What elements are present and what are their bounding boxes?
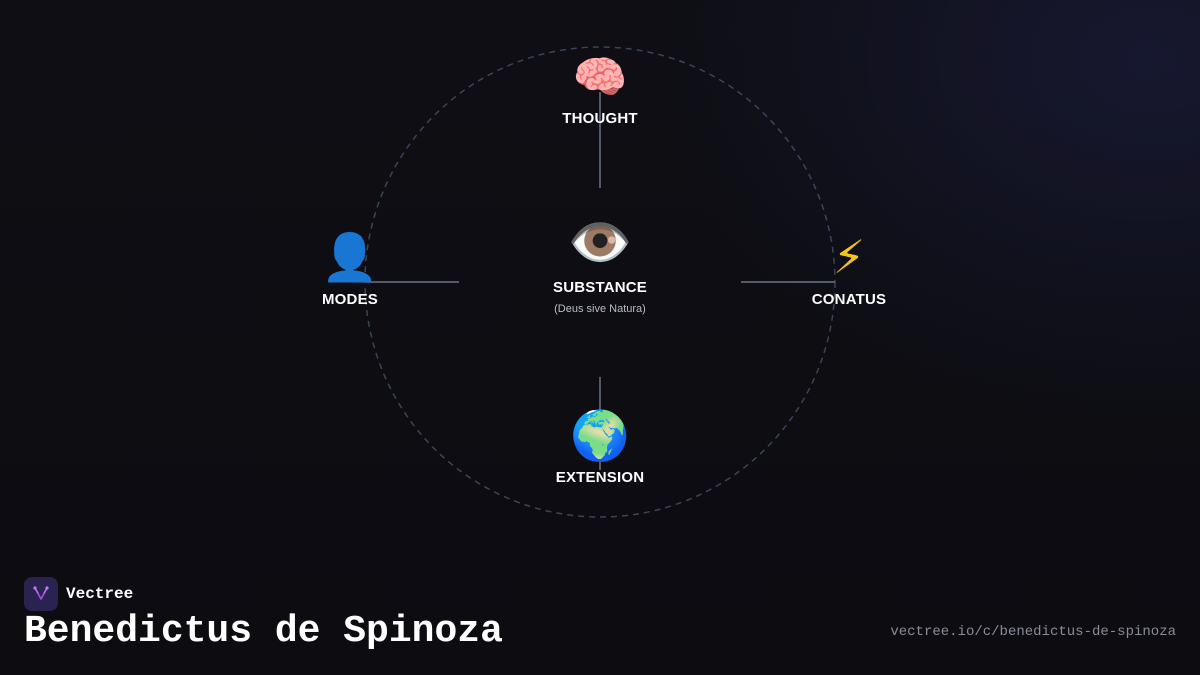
page-url-link[interactable]: vectree.io/c/benedictus-de-spinoza	[890, 624, 1176, 640]
node-modes-label: MODES	[321, 291, 378, 308]
lightning-icon: ⚡	[832, 230, 866, 284]
brand-name: Vectree	[66, 585, 134, 603]
node-thought: 🧠 THOUGHT	[562, 52, 638, 128]
person-icon: 👤	[321, 230, 379, 284]
node-conatus-label: CONATUS	[811, 291, 887, 308]
vectree-logo-icon	[24, 577, 58, 611]
node-substance-label: SUBSTANCE	[552, 279, 648, 296]
eye-icon: 👁️	[567, 213, 633, 273]
node-thought-label: THOUGHT	[562, 110, 638, 127]
globe-icon: 🌍	[570, 408, 630, 464]
node-extension-label: EXTENSION	[555, 469, 645, 486]
node-extension: 🌍 EXTENSION	[556, 409, 644, 486]
node-substance: 👁️ SUBSTANCE (Deus sive Natura)	[553, 214, 647, 315]
brand[interactable]: Vectree	[24, 577, 133, 611]
node-modes: 👤 MODES	[321, 230, 378, 308]
node-conatus: ⚡ CONATUS	[812, 230, 886, 308]
brain-icon: 🧠	[572, 52, 628, 103]
page-title: Benedictus de Spinoza	[24, 610, 503, 653]
node-substance-sublabel: (Deus sive Natura)	[554, 303, 646, 315]
